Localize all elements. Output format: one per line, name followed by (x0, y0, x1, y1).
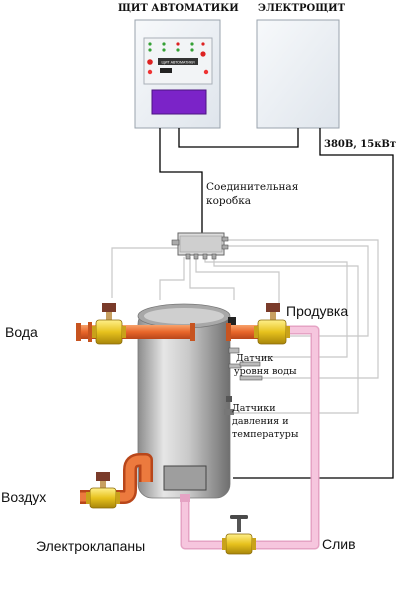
air-solenoid-valve (86, 472, 120, 509)
drain-pipe (180, 325, 320, 550)
water-label: Вода (5, 324, 38, 340)
automation-panel: ЩИТ АВТОМАТИКИ (134, 19, 221, 129)
electrical-panel (256, 19, 340, 129)
top-sensor-port (228, 317, 236, 325)
pt-sensors-label-line2: давления и (232, 416, 289, 427)
air-label: Воздух (1, 489, 47, 505)
water-solenoid-valve (92, 303, 126, 345)
power-wires (159, 128, 394, 479)
power-rating-label: 380В, 15кВт (324, 139, 397, 150)
junction-box-label-line1: Соединительная (206, 181, 299, 193)
controller-display (151, 89, 207, 115)
solenoid-valves-label: Электроклапаны (36, 538, 146, 554)
controller-plate-text: ЩИТ АВТОМАТИКИ (161, 61, 195, 65)
drain-valve (222, 515, 256, 555)
automation-panel-label: ЩИТ АВТОМАТИКИ (118, 3, 239, 14)
pt-sensors-label-line1: Датчики (232, 403, 276, 414)
purge-label: Продувка (286, 303, 349, 319)
water-level-sensor-label-line2: уровня воды (234, 366, 297, 377)
electrical-panel-label: ЭЛЕКТРОЩИТ (258, 3, 346, 14)
junction-box (171, 232, 229, 260)
controller-indicator-lights (147, 42, 209, 75)
purge-solenoid-valve (254, 303, 290, 345)
water-level-sensor (228, 347, 263, 381)
heater-access-panel (163, 465, 207, 491)
junction-box-label-line2: коробка (206, 195, 252, 207)
air-inlet-pipe (80, 453, 153, 504)
water-level-sensor-label-line1: Датчик (236, 353, 274, 364)
controller-plate (158, 58, 198, 65)
boiler-tank (137, 303, 236, 499)
tank-drain-outlet (180, 494, 190, 502)
pt-sensors-label-line3: температуры (232, 429, 299, 440)
drain-label: Слив (322, 536, 356, 552)
pressure-temperature-sensors (224, 396, 234, 415)
